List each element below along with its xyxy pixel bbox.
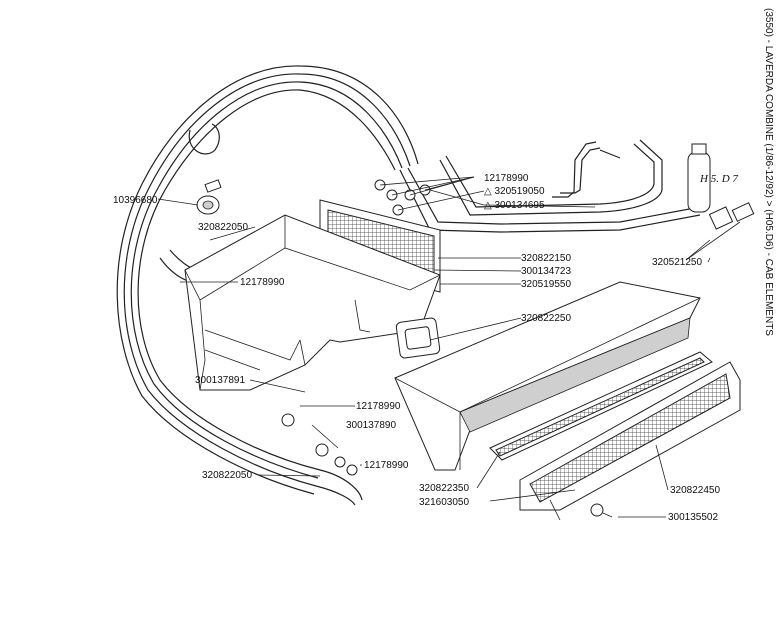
refrigerant-lines: [399, 139, 701, 233]
seal-gasket: [395, 317, 441, 359]
label-320519550: 320519550: [521, 279, 571, 290]
label-320822050-bot: 320822050: [202, 470, 252, 481]
clamp-part: [204, 179, 222, 193]
air-duct-box: [394, 281, 701, 471]
filter-strip-front: [489, 351, 713, 461]
label-320822350: 320822350: [419, 483, 469, 494]
air-grille: [519, 361, 741, 521]
label-320822450: 320822450: [670, 485, 720, 496]
label-300134723: 300134723: [521, 266, 571, 277]
reference-label: H 5. D 7: [699, 173, 738, 185]
grommet-part: [196, 195, 220, 215]
leader-lines: [157, 176, 741, 518]
label-320519050: △ 320519050: [484, 186, 545, 197]
label-10396680: 10396680: [113, 195, 158, 206]
page-title: (3550) - LAVERDA COMBINE (1/86-12/92) > …: [763, 8, 774, 336]
label-12178990-top: 12178990: [484, 173, 529, 184]
label-12178990-bot: 12178990: [364, 460, 409, 471]
label-300134695: △ 300134695: [484, 200, 545, 211]
label-300135502: 300135502: [668, 512, 718, 523]
label-321603050: 321603050: [419, 497, 469, 508]
label-320822250: 320822250: [521, 313, 571, 324]
label-320822150: 320822150: [521, 253, 571, 264]
label-300137891: 300137891: [195, 375, 245, 386]
evaporator-housing: [184, 214, 441, 391]
hose-bundle: [116, 65, 419, 506]
label-300137890: 300137890: [346, 420, 396, 431]
label-12178990-mid: 12178990: [240, 277, 285, 288]
bolt-part: [590, 503, 613, 518]
hose-clamp: [188, 123, 220, 155]
label-320521250: 320521250: [652, 257, 702, 268]
receiver-drier: [687, 143, 755, 230]
label-12178990-low: 12178990: [356, 401, 401, 412]
label-320822050-top: 320822050: [198, 222, 248, 233]
